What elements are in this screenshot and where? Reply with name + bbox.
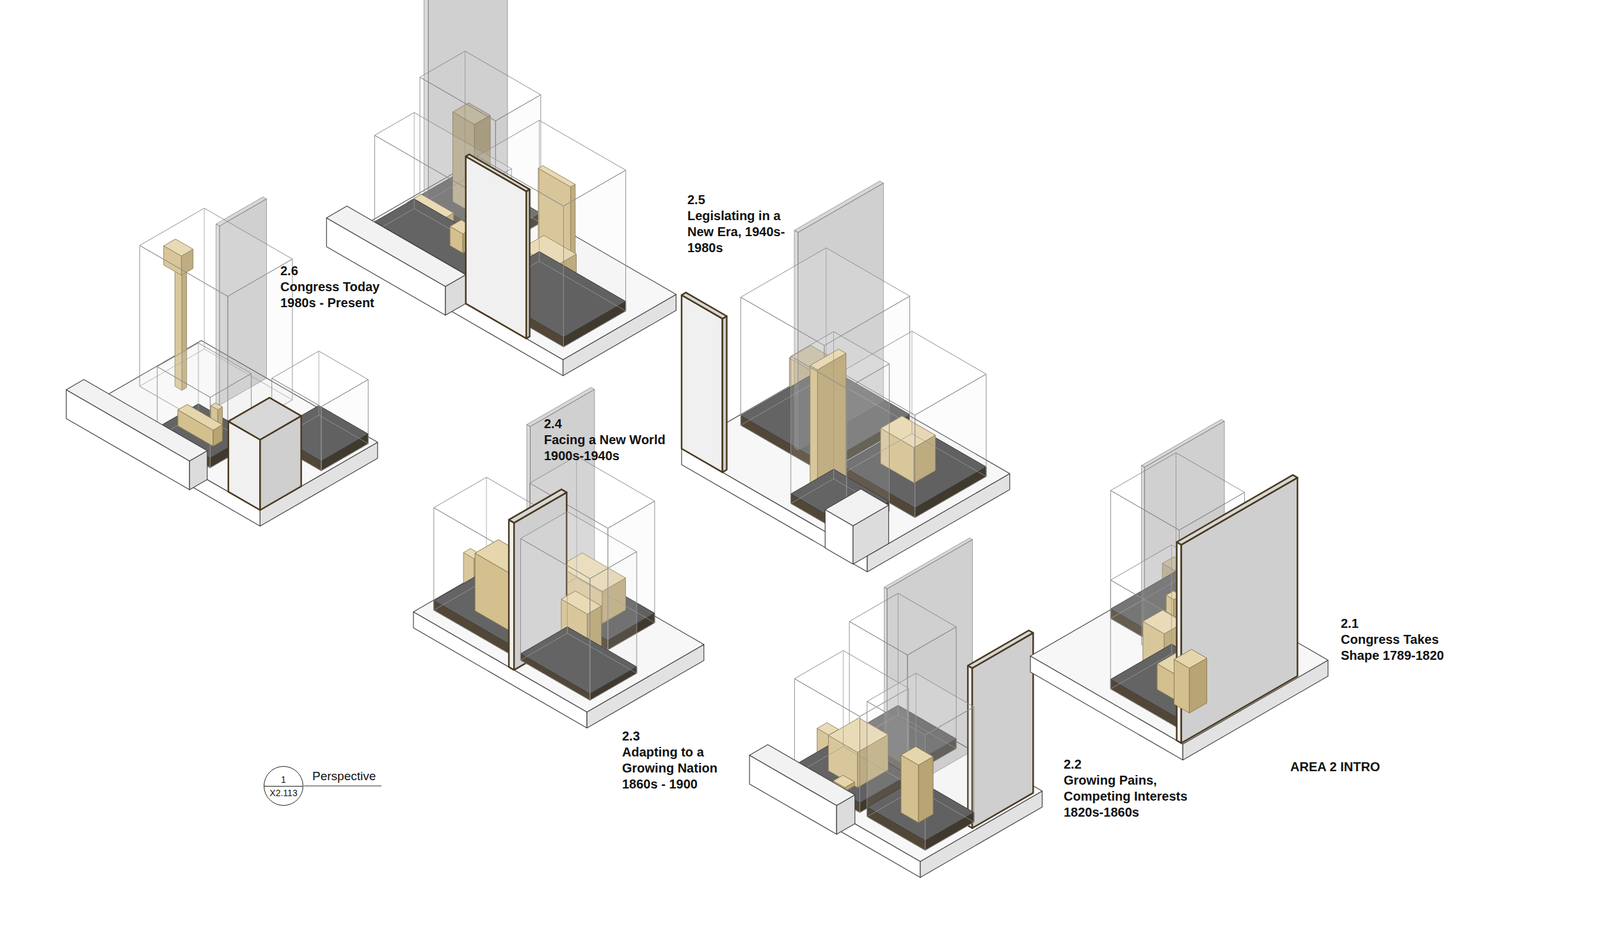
desk-face: [326, 206, 466, 287]
section-label: 2.6: [280, 263, 319, 280]
pan-face: [884, 538, 973, 590]
sheet-number: X2.113: [269, 787, 297, 799]
obj-face: [1174, 649, 1208, 669]
section-label: Congress Takes Shape 1789-1820: [1340, 631, 1460, 664]
pan-face: [1141, 419, 1225, 468]
case-face: [157, 343, 252, 398]
wall-face: [1181, 477, 1298, 744]
case-face: [867, 673, 975, 736]
callout-number: 1: [280, 774, 287, 785]
exhibit-station: [413, 387, 704, 728]
view-callout: 1X2.113: [263, 766, 304, 806]
exhibit-station: [326, 0, 676, 376]
case-face: [139, 208, 293, 297]
section-label: Adapting to a Growing Nation 1860s - 190…: [622, 744, 738, 793]
section-label: 2.4: [544, 416, 583, 432]
wall-face: [1176, 474, 1298, 545]
desk-face: [824, 488, 889, 526]
case-face: [520, 511, 637, 579]
section-label: 2.2: [1063, 756, 1103, 773]
section-label: 2.3: [622, 728, 661, 745]
case-face: [272, 351, 369, 408]
wall-face: [681, 292, 728, 319]
obj-face: [901, 755, 919, 824]
wall-face: [722, 316, 728, 473]
section-label: 2.1: [1340, 615, 1380, 632]
section-label: Facing a New World 1900s-1940s: [544, 432, 682, 464]
desk-face: [66, 379, 208, 461]
obj-face: [1174, 659, 1190, 713]
wall-face: [681, 295, 723, 473]
exhibit-station: [749, 538, 1042, 879]
exhibit-station: [1030, 419, 1328, 760]
wall-face: [526, 189, 530, 339]
section-label: Legislating in a New Era, 1940s-1980s: [687, 208, 800, 256]
section-label: 2.5: [687, 192, 726, 208]
wall-face: [967, 630, 1033, 669]
section-label: Growing Pains, Competing Interests 1820s…: [1063, 772, 1211, 821]
desk-face: [749, 744, 856, 806]
pan-face: [794, 181, 884, 233]
section-label: Congress Today 1980s - Present: [280, 279, 390, 312]
wall-face: [228, 397, 302, 440]
view-title: Perspective: [312, 768, 402, 784]
case-face: [791, 331, 890, 389]
title-underline: [304, 785, 382, 786]
obj-face: [901, 746, 934, 766]
callout-divider: [264, 785, 303, 787]
exhibit-station: [681, 181, 1010, 573]
wall-face: [465, 154, 530, 192]
case-face: [740, 247, 910, 346]
obj-face: [177, 404, 223, 431]
obj-face: [918, 756, 934, 823]
area-label: AREA 2 INTRO: [1290, 759, 1419, 776]
